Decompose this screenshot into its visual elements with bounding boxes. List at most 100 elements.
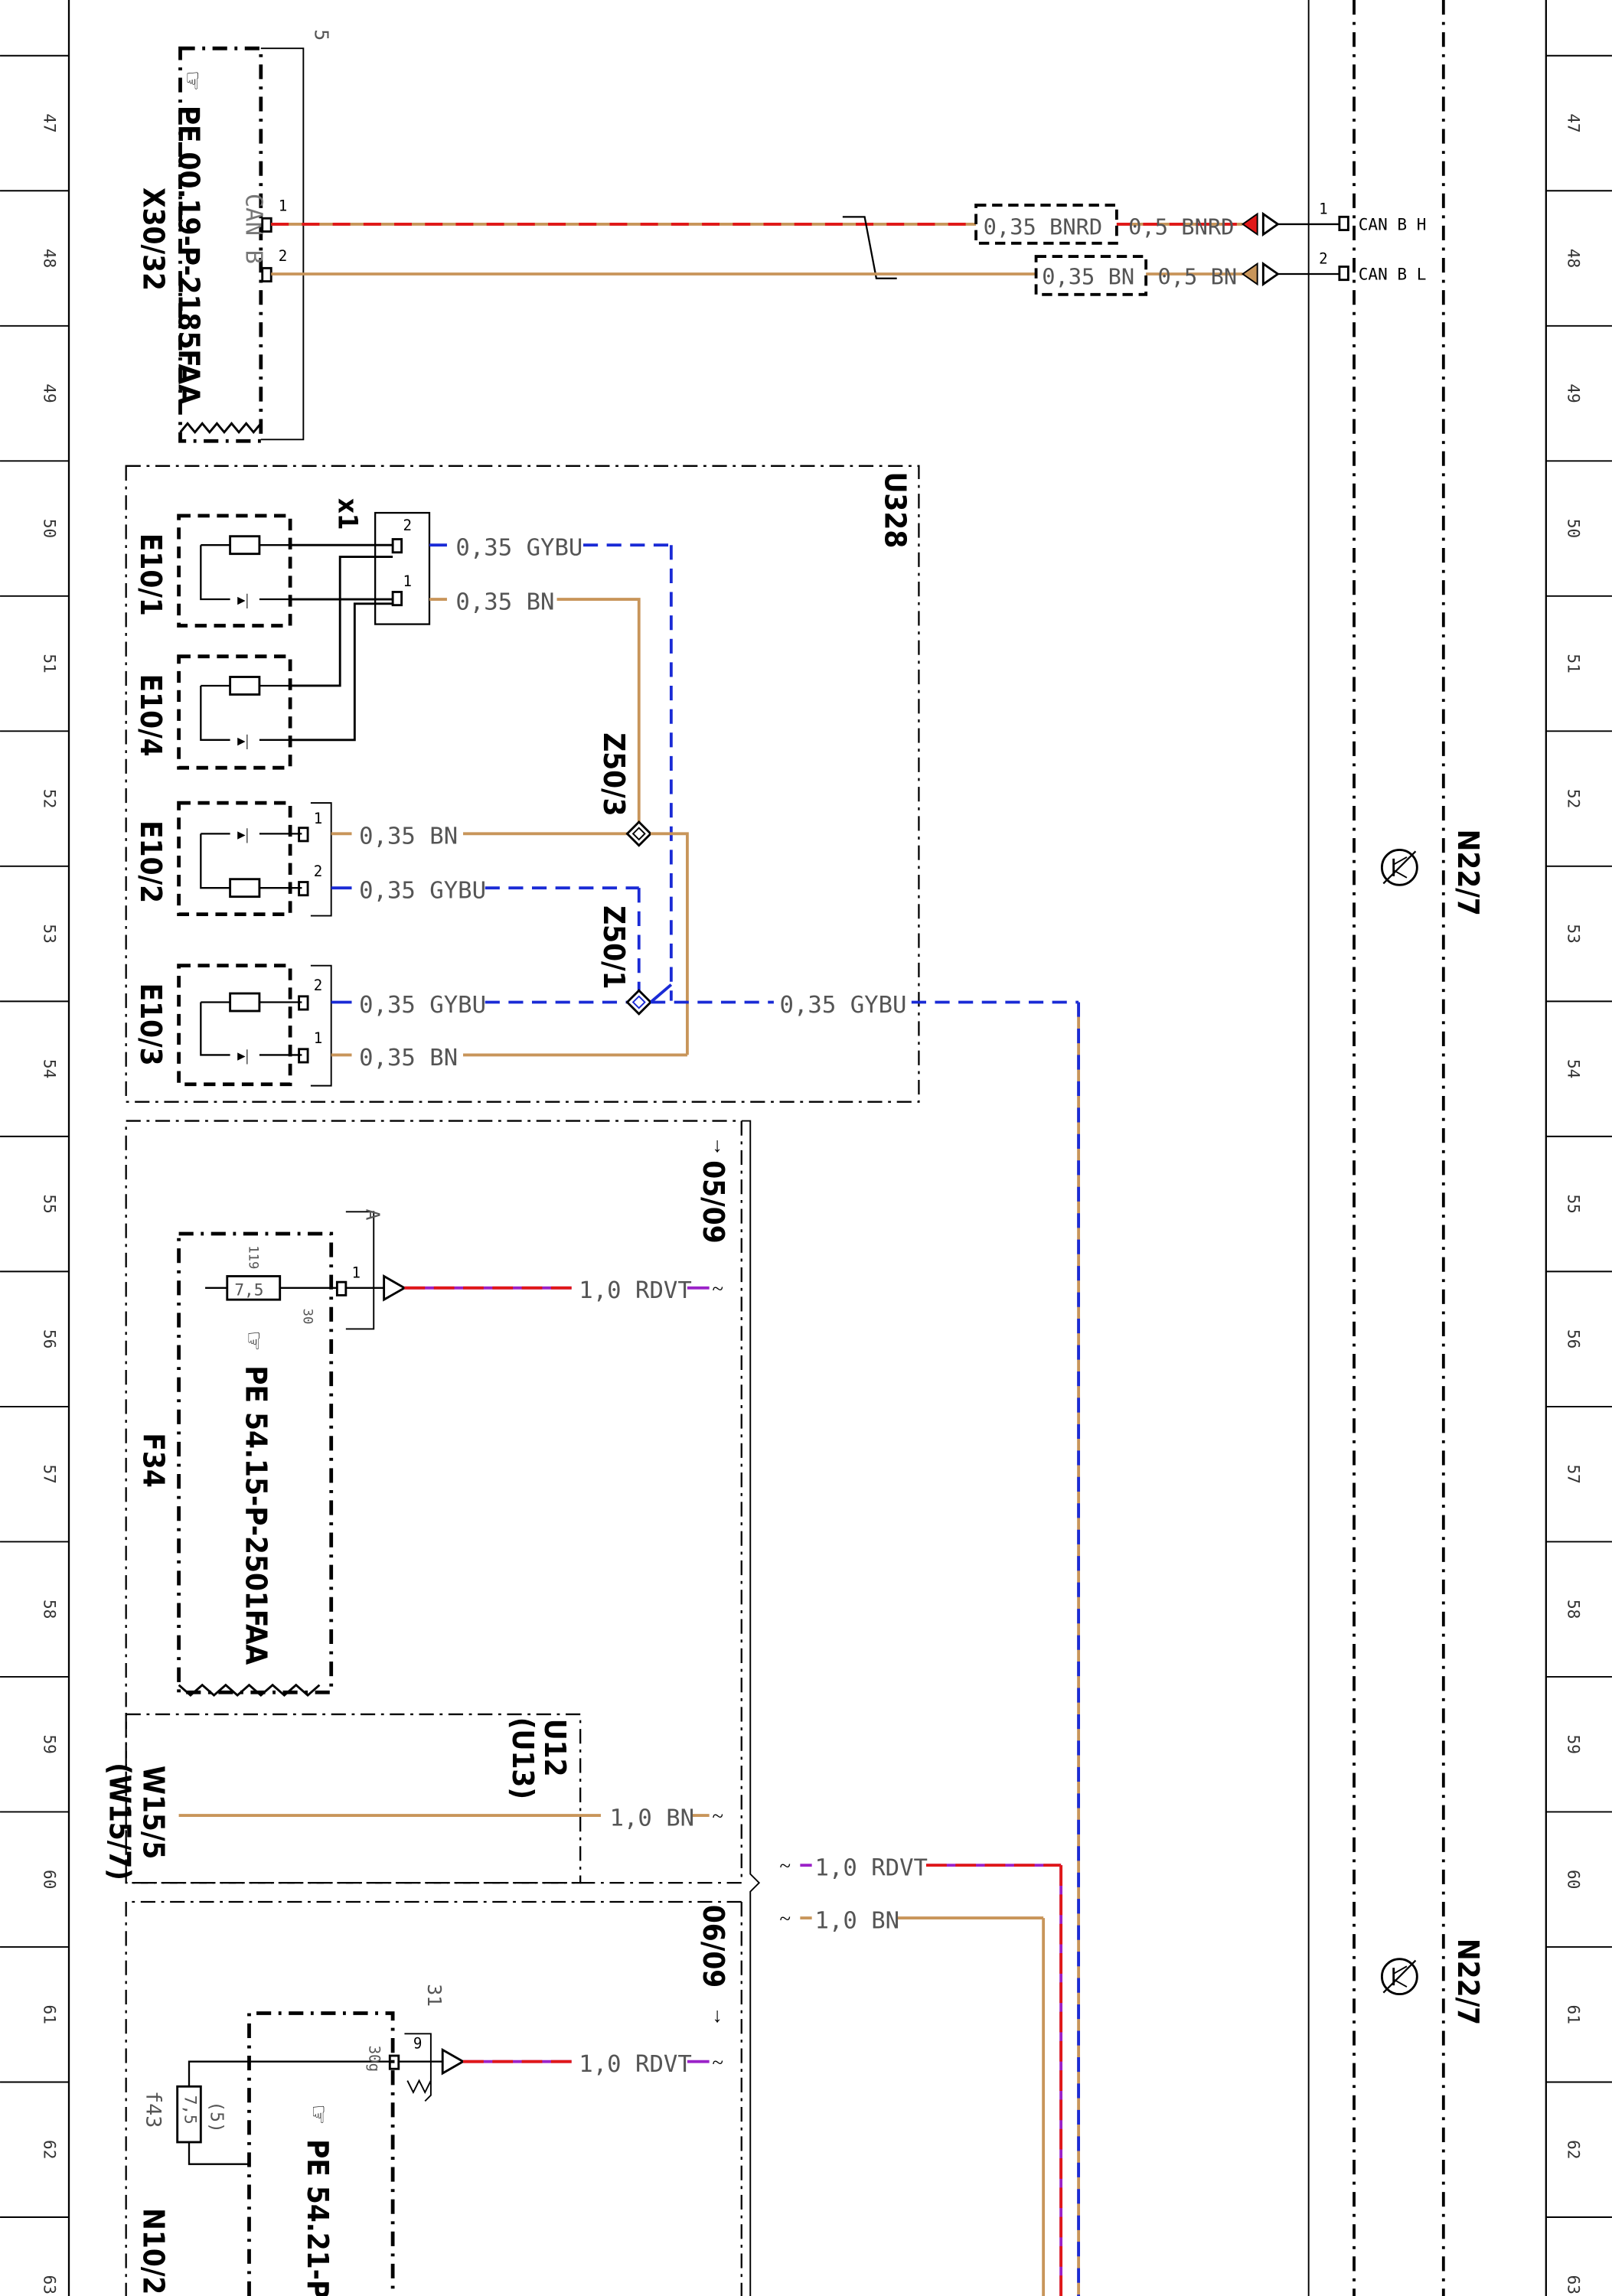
row-number: 61 xyxy=(40,2005,59,2024)
n10-2-fuse-id: f43 xyxy=(141,2091,165,2128)
can-h-left-wire-label: 0,35 BNRD xyxy=(984,214,1103,240)
pointing-hand-icon: ☞ xyxy=(241,1330,267,1351)
tilde-break-icon: ~ xyxy=(712,1805,723,1828)
f34-output-wire: 1,0 RDVT ~ xyxy=(345,1274,723,1304)
z50-1-label: Z50/1 xyxy=(596,905,631,989)
x1-pin1: 1 xyxy=(403,572,413,590)
row-number: 58 xyxy=(1565,1600,1584,1619)
can-l-splice-box xyxy=(1034,255,1148,296)
can-l-pin: 2 xyxy=(1319,250,1328,268)
row-number: 51 xyxy=(40,654,59,673)
can-l-right-wire-label: 0,5 BN xyxy=(1157,263,1237,289)
transistor-icon xyxy=(1380,1958,1418,1996)
tilde-break-icon: ~ xyxy=(712,1277,723,1300)
resistor-icon xyxy=(229,878,261,899)
n10-2-label: N10/2 xyxy=(136,2208,171,2294)
n10-2-pin-label: 30g xyxy=(365,2046,383,2073)
f34-label: F34 xyxy=(136,1433,171,1487)
row-number: 59 xyxy=(1565,1735,1584,1754)
can-l-name: CAN B L xyxy=(1359,265,1427,284)
n22-7-label: N22/7 xyxy=(1450,830,1485,916)
e10-2-pin1-wire: 0,35 BN xyxy=(331,823,628,850)
led-icon: ▸| xyxy=(237,591,249,609)
u328-label: U328 xyxy=(877,471,912,548)
x1-label: x1 xyxy=(331,498,362,530)
e10-4-label: E10/4 xyxy=(133,674,168,757)
pointing-hand-icon: ☞ xyxy=(179,70,205,91)
e10-3-pin2-wire: 0,35 GYBU xyxy=(331,992,628,1019)
can-h-right-wire-label: 0,5 BNRD xyxy=(1128,214,1234,240)
e10-2-pin1-wire-label: 0,35 BN xyxy=(359,823,458,850)
n10-2-output-wire: 1,0 RDVT ~ xyxy=(398,2047,723,2078)
row-number: 63 xyxy=(1565,2275,1584,2294)
can-connector-right: 1 2 CAN B H CAN B L xyxy=(1241,201,1427,287)
lamp-e10-4: ▸| E10/4 xyxy=(133,654,292,770)
e10-2-pin1: 1 xyxy=(314,810,323,827)
row-number: 51 xyxy=(1565,654,1584,673)
x1-pin2: 2 xyxy=(403,517,413,534)
led-icon: ▸| xyxy=(237,731,249,749)
lamp-e10-2: ▸| 1 2 E10/2 xyxy=(133,801,332,917)
row-number: 50 xyxy=(1565,519,1584,538)
row-number: 59 xyxy=(40,1735,59,1754)
n10-2-bracket-label: 31 xyxy=(423,1984,445,2007)
row-number: 49 xyxy=(1565,383,1584,403)
x30-32-pin1: 1 xyxy=(279,197,288,215)
f34-pin-bottom: 30 xyxy=(299,1309,315,1325)
row-number: 55 xyxy=(1565,1194,1584,1213)
row-number: 54 xyxy=(1565,1059,1584,1078)
section-u12: U12 (U13) W15/5 (W15/7) xyxy=(103,1713,582,1884)
output-gybu-wire: 0,35 GYBU xyxy=(651,992,1081,2296)
f34-fuse-rating: 7,5 xyxy=(234,1280,263,1299)
tilde-break-icon: ~ xyxy=(712,2050,723,2073)
row-number: 47 xyxy=(40,113,59,132)
n10-2-ref: PE 54.21-P xyxy=(300,2139,334,2296)
can-h-name: CAN B H xyxy=(1359,215,1427,234)
can-h-splice-box xyxy=(974,204,1118,245)
can-l-left-wire-label: 0,35 BN xyxy=(1042,263,1134,289)
row-number: 60 xyxy=(40,1870,59,1889)
x1-pin1-wire: 0,35 BN xyxy=(429,589,641,834)
connector-x30-32: 5 X30/32 PE 00.19-P-2185FAA ☞ CAN B 1 2 xyxy=(136,29,333,443)
row-number: 56 xyxy=(1565,1329,1584,1349)
row-number: 55 xyxy=(40,1194,59,1213)
x1-pin2-wire: 0,35 GYBU xyxy=(429,535,673,1001)
row-number: 62 xyxy=(40,2140,59,2159)
e10-3-pin1-wire: 0,35 BN xyxy=(331,1045,687,1071)
x1-pin2-wire-label: 0,35 GYBU xyxy=(455,535,582,562)
e10-3-pin1-wire-label: 0,35 BN xyxy=(359,1045,458,1071)
cross-ref-05-09: 05/09 xyxy=(696,1160,730,1243)
e10-3-label: E10/3 xyxy=(133,983,168,1066)
row-number: 53 xyxy=(1565,924,1584,943)
row-number: 47 xyxy=(1565,113,1584,132)
pointing-hand-icon: ☞ xyxy=(305,2104,331,2125)
e10-2-label: E10/2 xyxy=(133,820,168,903)
led-icon: ▸| xyxy=(237,825,249,843)
e10-3-pin1: 1 xyxy=(314,1029,323,1047)
fuse-block-f34: F34 PE 54.15-P-2501FAA ☞ 7,5 119 30 A 1 xyxy=(136,1208,384,1697)
x30-32-pin2: 2 xyxy=(279,247,288,265)
x30-32-bracket-label: 5 xyxy=(311,29,333,41)
resistor-icon xyxy=(229,676,261,696)
n10-2-pin: 9 xyxy=(413,2034,423,2052)
row-number: 48 xyxy=(1565,249,1584,268)
row-number: 52 xyxy=(1565,789,1584,808)
e10-2-pin2: 2 xyxy=(314,863,323,880)
row-number: 63 xyxy=(40,2275,59,2294)
can-h-pin: 1 xyxy=(1319,201,1328,218)
tilde-break-icon: ~ xyxy=(780,1854,791,1877)
arrow-down-icon: ↓ xyxy=(712,2004,722,2027)
can-b-low-wire: 0,35 BN 0,5 BN xyxy=(271,255,1243,296)
n22-7-label: N22/7 xyxy=(1450,1939,1485,2025)
resistor-icon xyxy=(229,992,261,1013)
u12-label: U12 xyxy=(537,1719,572,1777)
arrow-down-icon: ↓ xyxy=(712,1133,722,1156)
row-number: 49 xyxy=(40,383,59,403)
connector-x1: x1 2 1 xyxy=(331,498,431,625)
row-number: 52 xyxy=(40,789,59,808)
can-b-high-wire: 0,35 BNRD 0,5 BNRD xyxy=(271,204,1243,279)
e10-2-pin2-wire: 0,35 GYBU xyxy=(331,878,641,991)
x30-32-label: X30/32 xyxy=(136,188,171,291)
